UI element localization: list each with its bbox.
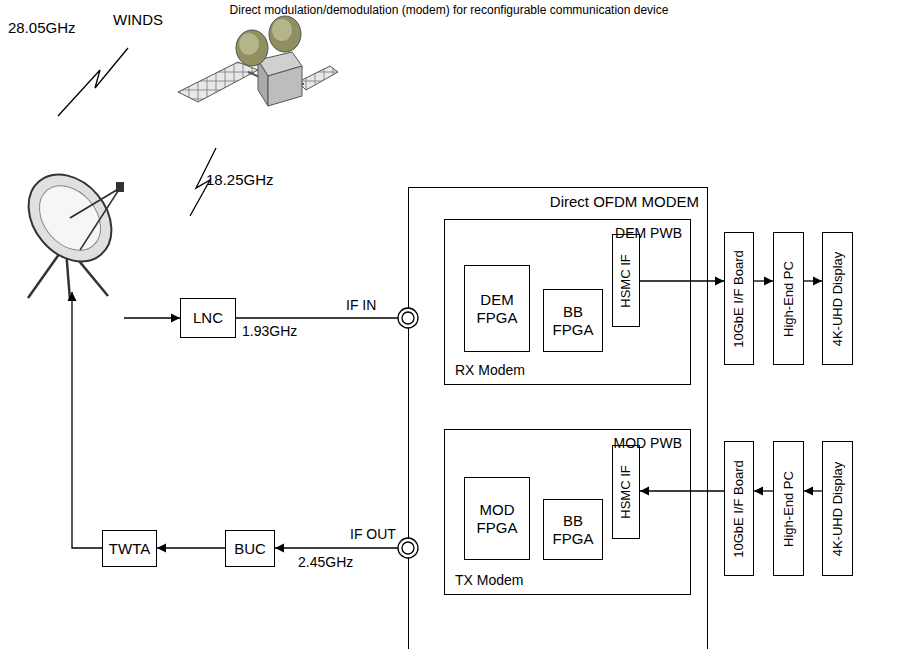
- interface-board: 10GbE I/F Board: [724, 232, 754, 365]
- interface-board: 10GbE I/F Board: [724, 441, 754, 576]
- box-label: 10GbE I/F Board: [732, 460, 747, 558]
- feed-line: [124, 317, 180, 318]
- box-label: 4K-UHD Display: [830, 251, 845, 346]
- pc-box: High-End PC: [773, 441, 804, 576]
- fpga-box: BB FPGA: [543, 499, 603, 560]
- dish-antenna: [12, 158, 129, 300]
- fpga-box: DEM FPGA: [464, 265, 530, 352]
- satellite: [178, 16, 338, 106]
- display-box: 4K-UHD Display: [822, 441, 853, 576]
- uplink-feed: [72, 292, 102, 548]
- signal-connector: [157, 547, 225, 548]
- display-box: 4K-UHD Display: [822, 232, 853, 365]
- box-caption: TX Modem: [455, 572, 523, 588]
- signal-connector: [640, 490, 724, 491]
- box-label: TWTA: [106, 540, 153, 557]
- box-label: MOD FPGA: [465, 501, 529, 536]
- frequency-label: 18.25GHz: [206, 172, 274, 189]
- fpga-box: BB FPGA: [543, 289, 603, 352]
- box-label: HSMC IF: [619, 465, 634, 518]
- signal-connector: [640, 280, 724, 281]
- box-label: High-End PC: [781, 471, 796, 547]
- box-label: Direct OFDM MODEM: [550, 193, 699, 210]
- board-box: DEM PWBRX ModemDEM FPGABB FPGAHSMC IF: [444, 219, 691, 385]
- box-label: LNC: [190, 309, 226, 326]
- box-label: High-End PC: [781, 261, 796, 337]
- amplifier-box: TWTA: [102, 530, 157, 567]
- uplink-bolt: [58, 48, 128, 116]
- box-label: BB FPGA: [544, 303, 602, 338]
- interface-box: HSMC IF: [612, 234, 640, 327]
- converter-box: LNC: [180, 298, 236, 338]
- signal-connector: [754, 490, 773, 491]
- box-label: BUC: [231, 540, 269, 557]
- frequency-label: IF OUT: [350, 527, 396, 542]
- frequency-label: IF IN: [346, 298, 376, 313]
- box-label: DEM FPGA: [465, 291, 529, 326]
- box-label: MOD PWB: [614, 435, 682, 451]
- signal-connector: [236, 317, 408, 318]
- modem-housing: Direct OFDM MODEMDEM PWBRX ModemDEM FPGA…: [408, 187, 708, 649]
- box-label: 4K-UHD Display: [830, 461, 845, 556]
- pc-box: High-End PC: [773, 232, 804, 365]
- box-caption: RX Modem: [455, 362, 525, 378]
- fpga-box: MOD FPGA: [464, 477, 530, 560]
- signal-connector: [754, 280, 773, 281]
- signal-connector: [275, 547, 408, 548]
- frequency-label: 2.45GHz: [298, 555, 353, 570]
- frequency-label: WINDS: [113, 12, 163, 29]
- box-label: HSMC IF: [619, 254, 634, 307]
- frequency-label: 1.93GHz: [242, 324, 297, 339]
- frequency-label: 28.05GHz: [8, 20, 76, 37]
- converter-box: BUC: [225, 530, 275, 567]
- box-label: BB FPGA: [544, 512, 602, 547]
- interface-box: HSMC IF: [612, 445, 640, 539]
- signal-connector: [804, 490, 822, 491]
- board-box: MOD PWB TX Modem MOD FPGA BB FPGA HSMC IF: [444, 429, 691, 595]
- signal-connector: [804, 280, 822, 281]
- box-label: 10GbE I/F Board: [732, 250, 747, 348]
